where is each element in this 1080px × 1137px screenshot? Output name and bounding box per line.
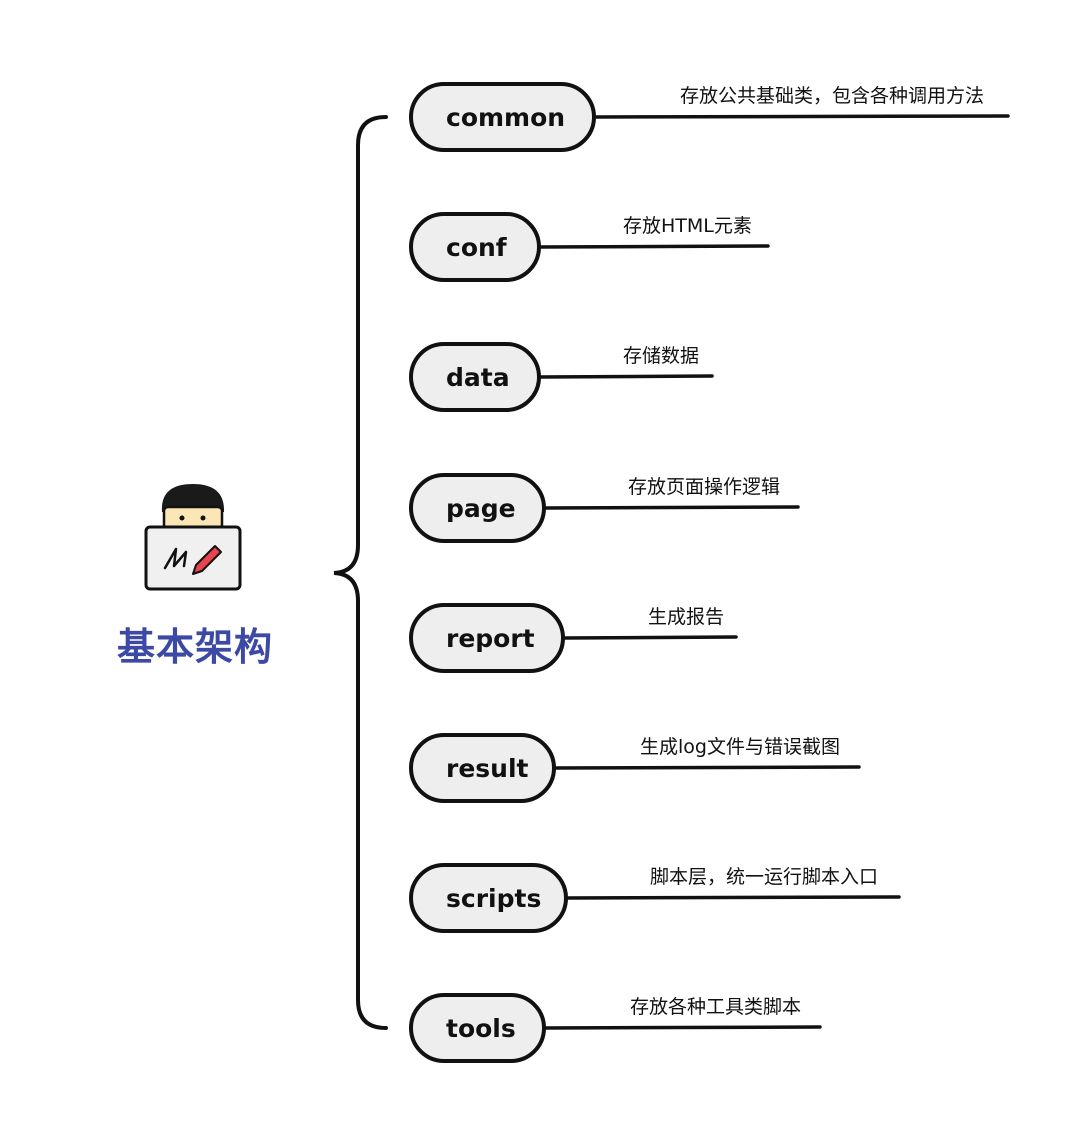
node-description: 存放公共基础类，包含各种调用方法	[680, 85, 984, 107]
node-label: tools	[446, 1014, 516, 1043]
node-label: report	[446, 624, 535, 653]
node-page: page 存放页面操作逻辑	[409, 473, 800, 543]
node-scripts: scripts 脚本层，统一运行脚本入口	[409, 863, 901, 933]
node-connector-line	[542, 505, 800, 510]
node-pill	[409, 473, 546, 543]
node-label: scripts	[446, 884, 541, 913]
node-description: 生成报告	[648, 606, 724, 628]
node-pill	[409, 603, 565, 673]
node-label: result	[446, 754, 529, 783]
node-pill	[409, 863, 568, 933]
root-title: 基本架构	[116, 625, 273, 669]
node-connector-line	[592, 114, 1010, 119]
node-description: 脚本层，统一运行脚本入口	[650, 866, 878, 888]
node-result: result 生成log文件与错误截图	[409, 733, 861, 803]
person-with-laptop-icon	[144, 484, 242, 591]
node-description: 存放各种工具类脚本	[630, 996, 801, 1018]
node-label: page	[446, 494, 516, 523]
node-label: data	[446, 363, 510, 392]
node-connector-line	[542, 1025, 822, 1030]
node-description: 存放HTML元素	[623, 215, 752, 237]
node-connector-line	[537, 374, 714, 379]
node-connector-line	[561, 635, 738, 640]
node-connector-line	[537, 244, 770, 249]
node-pill	[409, 82, 596, 152]
node-tools: tools 存放各种工具类脚本	[409, 993, 822, 1063]
node-label: common	[446, 103, 565, 132]
node-connector-line	[564, 895, 901, 900]
node-description: 生成log文件与错误截图	[640, 736, 840, 758]
node-description: 存储数据	[623, 345, 699, 367]
node-description: 存放页面操作逻辑	[628, 476, 780, 498]
node-pill	[409, 733, 556, 803]
node-pill	[409, 993, 546, 1063]
node-label: conf	[446, 233, 508, 262]
node-conf: conf 存放HTML元素	[409, 212, 770, 282]
curly-brace-connector	[333, 115, 388, 1030]
node-data: data 存储数据	[409, 342, 714, 412]
node-connector-line	[552, 765, 861, 770]
node-pill	[409, 342, 541, 412]
node-pill	[409, 212, 541, 282]
node-common: common 存放公共基础类，包含各种调用方法	[409, 82, 1010, 152]
node-report: report 生成报告	[409, 603, 738, 673]
